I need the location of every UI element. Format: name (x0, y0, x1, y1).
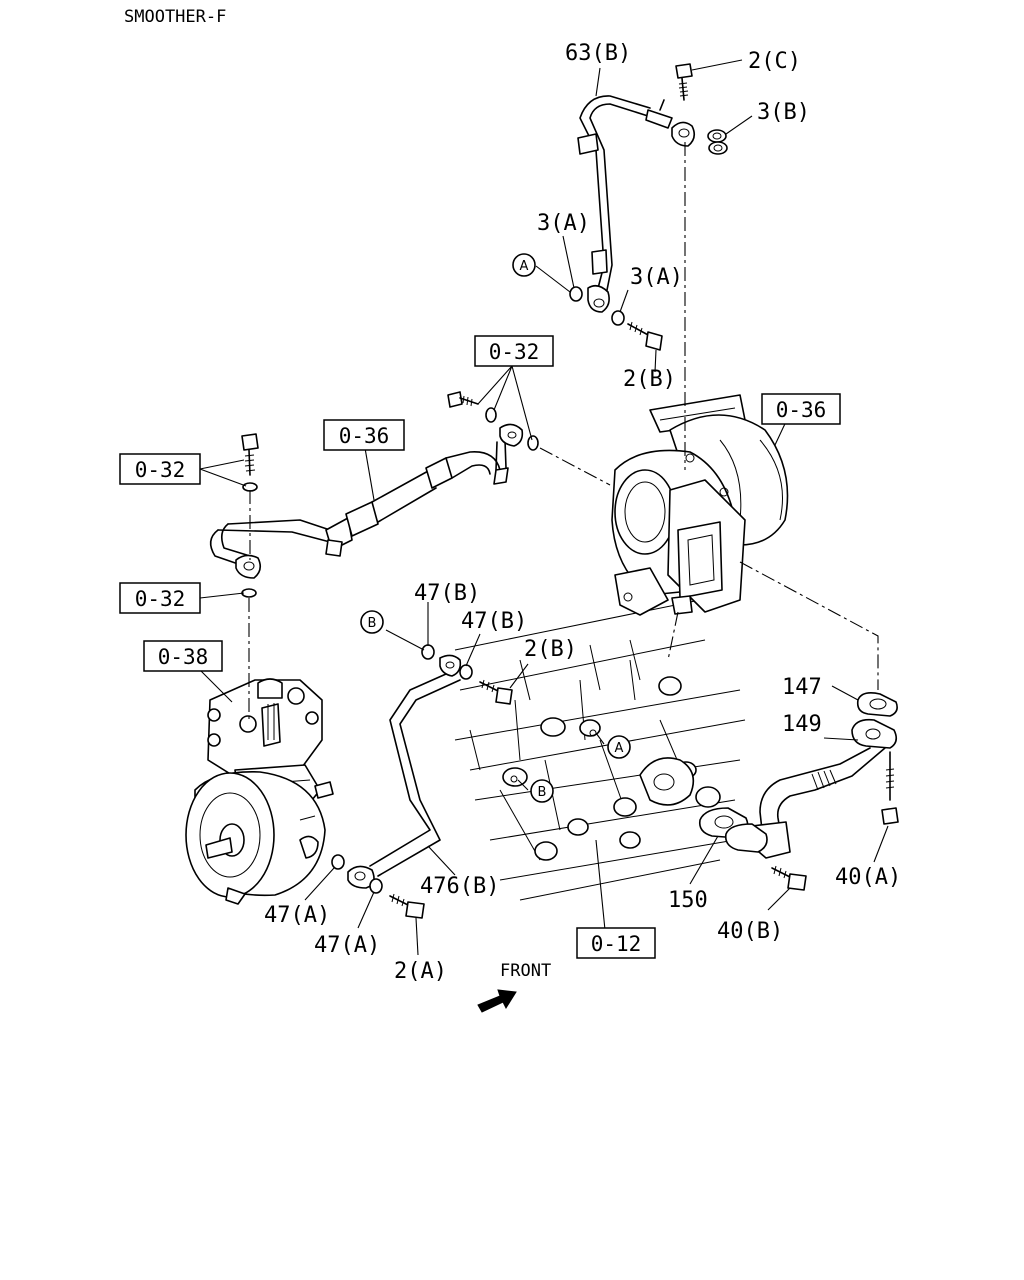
ref-box-0-32-mid: 0-32 (119, 582, 201, 614)
callout-40b: 40(B) (717, 919, 783, 944)
front-arrow-icon (477, 989, 517, 1013)
callout-3a-1: 3(A) (537, 211, 590, 236)
callout-149: 149 (782, 712, 822, 737)
callout-2b-top: 2(B) (623, 367, 676, 392)
callout-47a-2: 47(A) (314, 933, 380, 958)
svg-text:A: A (615, 741, 624, 756)
callout-3a-2: 3(A) (630, 265, 683, 290)
pipe-476b (347, 654, 462, 889)
bolt-2a (389, 893, 425, 919)
circle-marker-a-block: A (607, 735, 631, 759)
washer-47a-1 (331, 854, 345, 870)
gasket-147 (856, 692, 898, 717)
bolt-2b-top (627, 321, 663, 351)
svg-text:0-32: 0-32 (135, 458, 186, 482)
callout-2a: 2(A) (394, 959, 447, 984)
callout-47b-1: 47(B) (414, 581, 480, 606)
callout-63b: 63(B) (565, 41, 631, 66)
circle-marker-b-left: B (360, 610, 384, 634)
svg-text:0-36: 0-36 (339, 424, 390, 448)
washers-3b (707, 129, 728, 155)
svg-text:0-38: 0-38 (158, 645, 209, 669)
engine-block (454, 599, 746, 901)
bolt-2b-mid (479, 679, 513, 705)
svg-text:B: B (368, 616, 377, 631)
air-compressor (185, 678, 334, 905)
ref-box-0-12: 0-12 (576, 927, 656, 959)
pipe-149 (751, 718, 898, 859)
svg-text:0-32: 0-32 (135, 587, 186, 611)
ref-box-0-36-turbo: 0-36 (761, 393, 841, 425)
align-line-hose-turbo (539, 447, 611, 486)
ref-box-0-38: 0-38 (143, 640, 223, 672)
front-label: FRONT (500, 961, 551, 981)
turbocharger (611, 394, 789, 616)
callout-47b-2: 47(B) (461, 609, 527, 634)
flange-150 (724, 823, 768, 853)
oil-pipe-63b (577, 95, 696, 313)
diagram-title: SMOOTHER-F (124, 7, 226, 27)
callout-47a-1: 47(A) (264, 903, 330, 928)
washer-3a-right (611, 310, 625, 326)
bolt-washer-set-top (447, 391, 539, 451)
washer-47b-1 (421, 644, 435, 660)
svg-text:0-32: 0-32 (489, 340, 540, 364)
align-line-turbo-block (667, 611, 679, 661)
callout-3b: 3(B) (757, 100, 810, 125)
washer-47a-2 (369, 878, 383, 894)
callout-150: 150 (668, 888, 708, 913)
svg-text:0-36: 0-36 (776, 398, 827, 422)
align-line-turbo-gasket (739, 561, 879, 690)
bolt-40b (771, 865, 807, 891)
ref-box-0-32-left: 0-32 (119, 453, 201, 485)
callout-40a: 40(A) (835, 865, 901, 890)
bolt-2c (675, 63, 693, 101)
callout-2c: 2(C) (748, 49, 801, 74)
ref-box-0-36-hose: 0-36 (323, 419, 405, 451)
ref-box-0-32-top: 0-32 (474, 335, 554, 367)
washer-47b-2 (459, 664, 473, 680)
svg-text:A: A (520, 259, 529, 274)
washer-3a-left (569, 286, 583, 302)
svg-text:0-12: 0-12 (591, 932, 642, 956)
circle-marker-b-block: B (530, 779, 554, 803)
bolt-40a (881, 751, 899, 825)
callout-2b-mid: 2(B) (524, 637, 577, 662)
callout-476b: 476(B) (420, 874, 499, 899)
circle-marker-a-top: A (512, 253, 536, 277)
leader-lines (199, 59, 889, 956)
svg-text:B: B (538, 785, 547, 800)
callout-147: 147 (782, 675, 822, 700)
hose-assembly (209, 423, 524, 579)
